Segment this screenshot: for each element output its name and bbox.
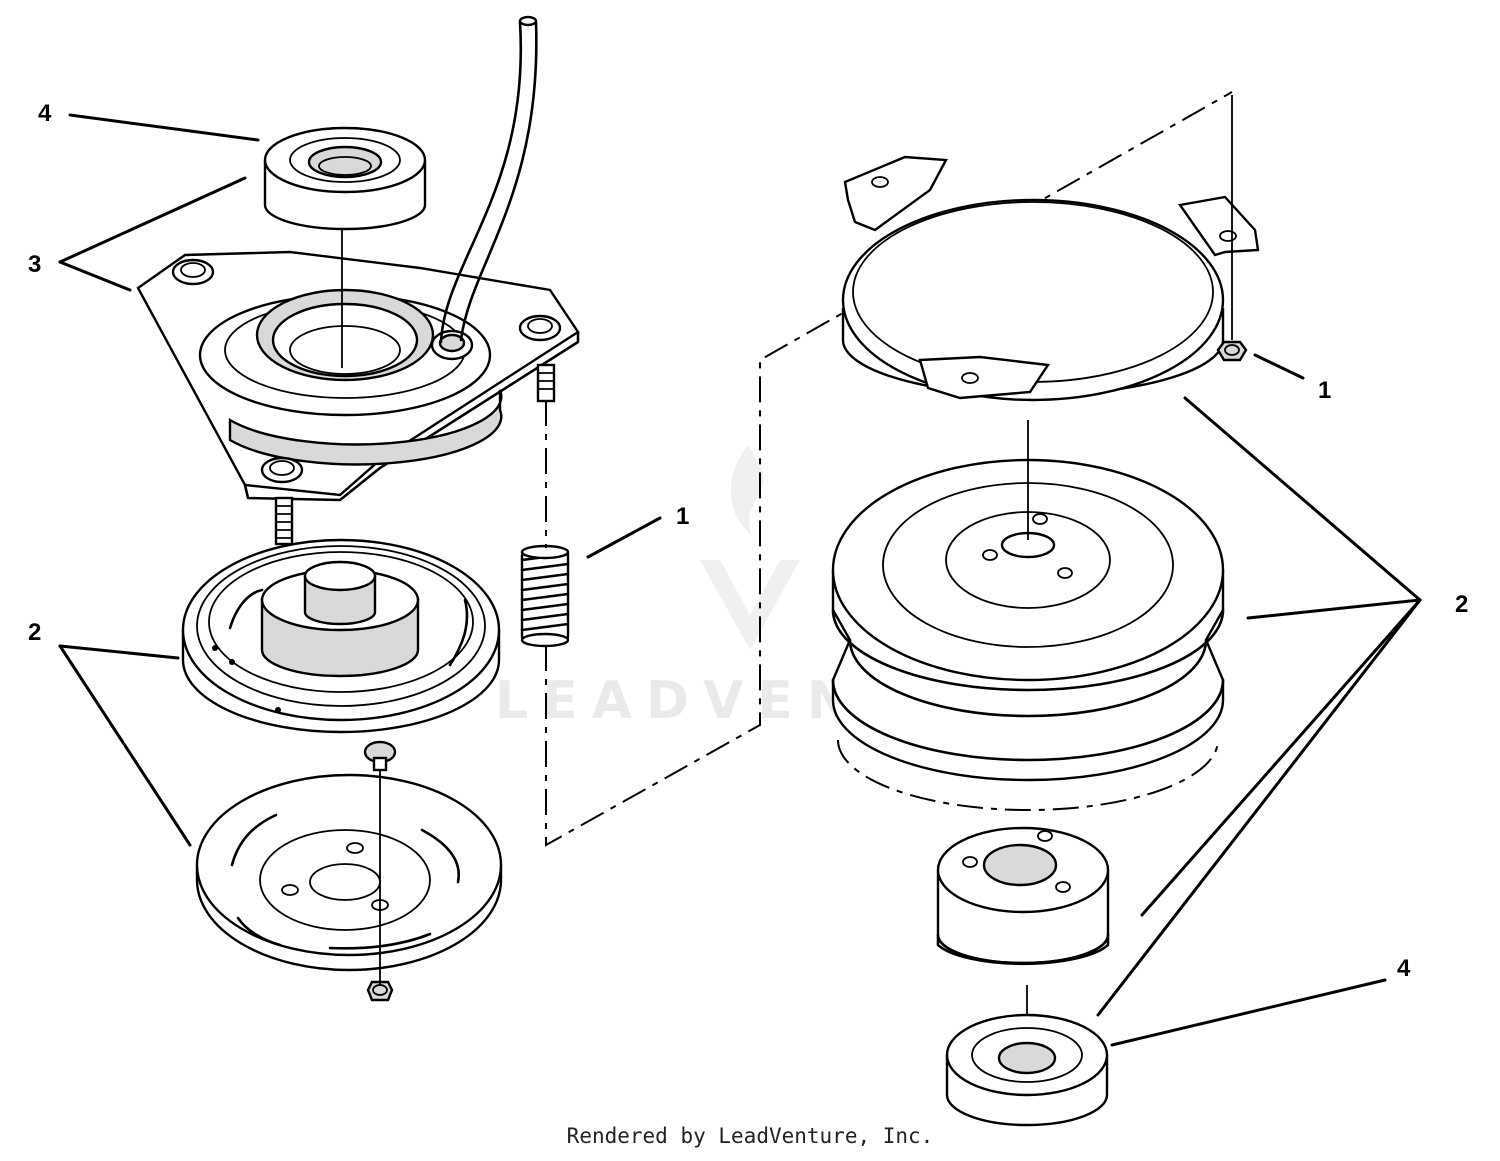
callout-left-1: 1 — [676, 503, 689, 530]
footer-credit: Rendered by LeadVenture, Inc. — [566, 1124, 934, 1148]
field-coil-plate — [136, 250, 580, 502]
callout-right-2: 2 — [1455, 591, 1468, 618]
stud-left — [274, 496, 294, 546]
callout-right-4: 4 — [1397, 955, 1411, 982]
bearing-top-left — [263, 126, 427, 231]
brake-ring — [841, 155, 1260, 402]
callout-left-4: 4 — [38, 100, 52, 127]
nut-bottom-left — [366, 980, 394, 1002]
lead-wire — [439, 15, 538, 344]
stud-right — [536, 363, 556, 403]
pulley — [831, 458, 1225, 811]
callout-right-1: 1 — [1318, 377, 1331, 404]
nut-right — [1216, 340, 1248, 362]
assembly-path-main — [545, 91, 1233, 847]
bearing-bottom-right — [945, 1013, 1109, 1127]
leader-lines — [58, 113, 1422, 1047]
callout-left-3: 3 — [28, 251, 41, 278]
spring — [520, 544, 570, 648]
rotor-cup — [181, 538, 501, 734]
callout-left-2: 2 — [28, 619, 41, 646]
armature-plate — [195, 773, 503, 972]
rivet — [363, 740, 397, 772]
pulley-hub — [936, 826, 1110, 966]
